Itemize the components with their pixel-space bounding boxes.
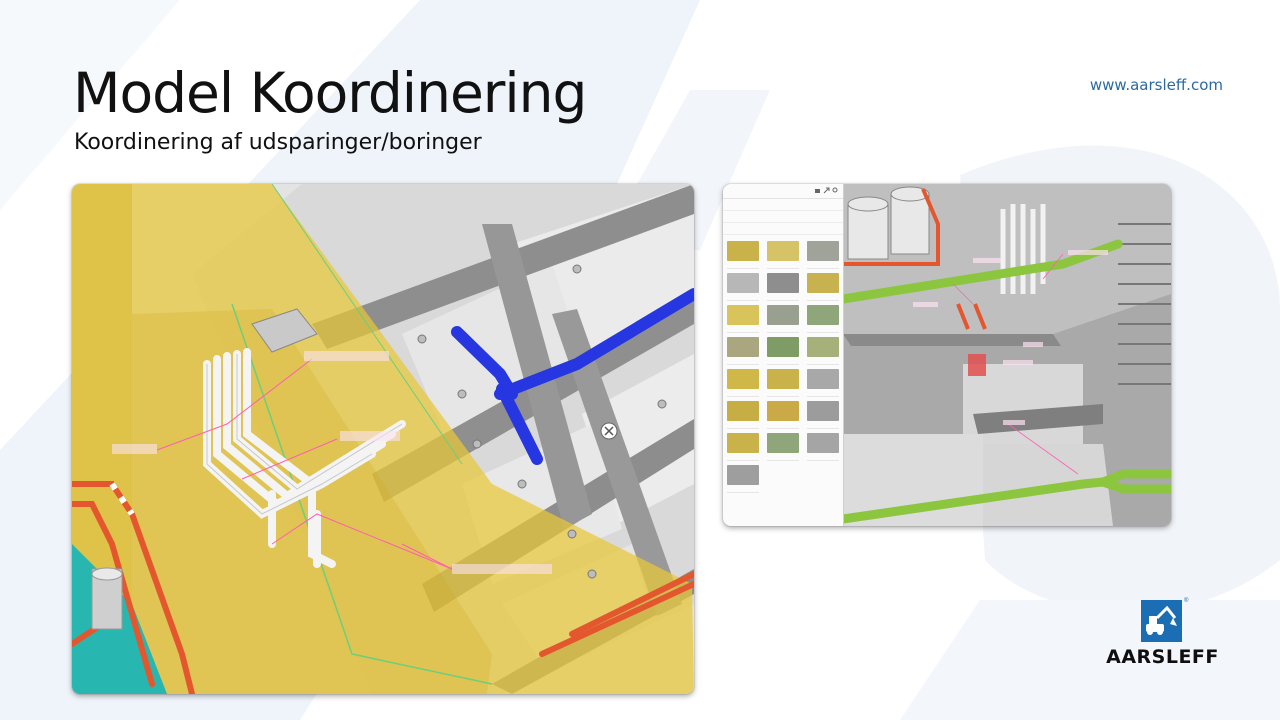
excavator-icon [1141,600,1182,642]
views-sidebar [723,184,844,526]
search-icon[interactable] [832,187,838,193]
view-thumbnail[interactable] [767,305,799,333]
view-thumbnail[interactable] [727,305,759,333]
view-thumbnails [723,235,843,498]
view-thumbnail[interactable] [767,401,799,429]
view-thumbnail[interactable] [727,465,759,493]
view-thumbnail[interactable] [807,241,839,269]
model-screenshot-right [723,184,1171,526]
view-thumbnail[interactable] [767,433,799,461]
sidebar-group-row[interactable] [723,211,843,223]
slide-title: Model Koordinering [73,61,587,125]
sidebar-group-row[interactable] [723,223,843,235]
share-icon[interactable] [823,187,830,194]
slide-subtitle: Koordinering af udsparinger/boringer [74,130,482,155]
view-thumbnail[interactable] [807,401,839,429]
view-thumbnail[interactable] [767,337,799,365]
view-thumbnail[interactable] [807,337,839,365]
view-thumbnail[interactable] [807,433,839,461]
view-thumbnail[interactable] [727,401,759,429]
sidebar-toolbar [723,184,843,199]
view-thumbnail[interactable] [807,273,839,301]
registered-mark: ® [1184,598,1189,604]
view-thumbnail[interactable] [807,369,839,397]
folder-icon[interactable] [815,189,820,193]
model-view-left [72,184,694,694]
view-thumbnail[interactable] [727,273,759,301]
sidebar-group-row[interactable] [723,199,843,211]
view-thumbnail[interactable] [727,433,759,461]
view-thumbnail[interactable] [727,241,759,269]
view-thumbnail[interactable] [727,337,759,365]
view-thumbnail[interactable] [767,369,799,397]
view-thumbnail[interactable] [767,273,799,301]
close-circle-icon[interactable] [600,422,618,440]
company-name: AARSLEFF [1106,646,1219,668]
view-thumbnail[interactable] [727,369,759,397]
view-thumbnail[interactable] [807,305,839,333]
model-screenshot-left [72,184,694,694]
view-thumbnail[interactable] [767,241,799,269]
company-logo: ® AARSLEFF [1095,598,1230,670]
website-link[interactable]: www.aarsleff.com [1089,76,1223,94]
